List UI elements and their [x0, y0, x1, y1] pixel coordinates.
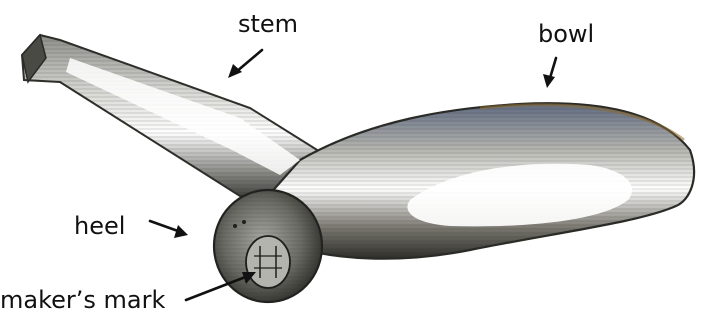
label-bowl: bowl — [538, 20, 594, 48]
label-makers-mark: maker’s mark — [0, 286, 165, 314]
clay-pipe — [22, 35, 694, 302]
arrow-heel — [150, 221, 188, 238]
arrow-stem — [228, 50, 262, 78]
label-stem: stem — [238, 10, 298, 38]
label-heel: heel — [74, 212, 125, 240]
arrow-bowl — [543, 58, 556, 88]
